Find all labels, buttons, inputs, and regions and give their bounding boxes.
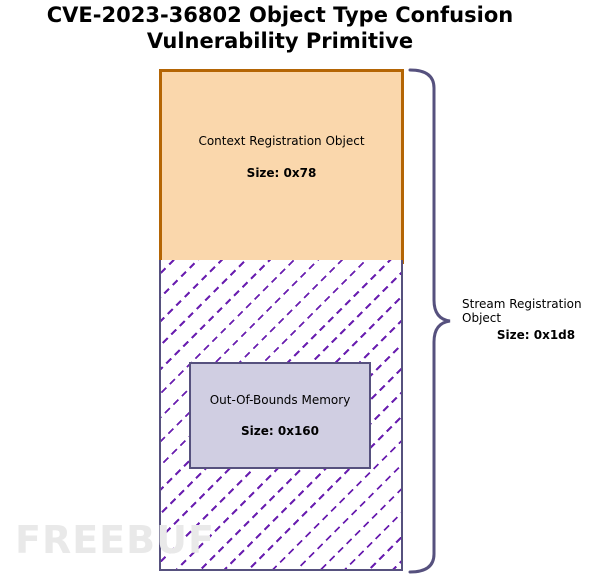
context-registration-object-box: Context Registration Object Size: 0x78 bbox=[159, 69, 404, 264]
title-line-2: Vulnerability Primitive bbox=[146, 29, 414, 53]
oob-memory-size: Size: 0x160 bbox=[241, 424, 319, 438]
freebuf-watermark: FREEBUF bbox=[15, 518, 215, 562]
context-object-size: Size: 0x78 bbox=[246, 166, 317, 180]
title-line-1: CVE-2023-36802 Object Type Confusion bbox=[46, 3, 514, 27]
out-of-bounds-memory-box: Out-Of-Bounds Memory Size: 0x160 bbox=[189, 362, 371, 469]
diagram-title: CVE-2023-36802 Object Type Confusion Vul… bbox=[0, 2, 560, 54]
curly-brace-icon bbox=[408, 68, 451, 574]
stream-object-label: Stream Registration Object bbox=[462, 297, 582, 325]
oob-memory-label: Out-Of-Bounds Memory bbox=[209, 393, 351, 407]
context-object-label: Context Registration Object bbox=[198, 134, 365, 148]
stream-object-size: Size: 0x1d8 bbox=[496, 328, 576, 342]
